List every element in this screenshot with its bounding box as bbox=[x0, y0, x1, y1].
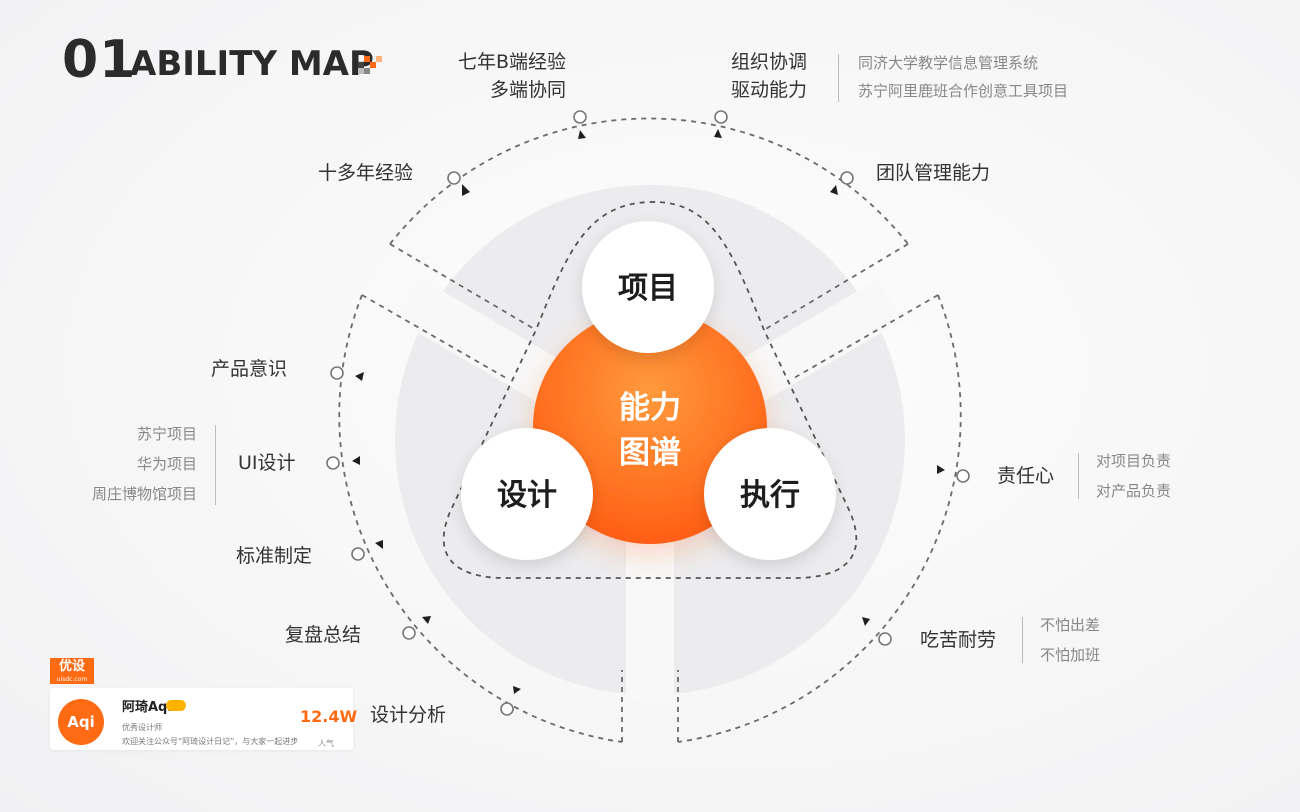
pixel-decor-icon bbox=[358, 56, 382, 80]
label-drive: 驱动能力 bbox=[731, 79, 808, 101]
dot-b-end bbox=[573, 110, 587, 124]
node-design[interactable] bbox=[461, 428, 593, 560]
arrow-icon bbox=[714, 129, 722, 138]
node-execution-label: 执行 bbox=[740, 478, 800, 513]
divider bbox=[215, 425, 216, 505]
badge-icon bbox=[166, 700, 186, 711]
detail-business-trip: 不怕出差 bbox=[1040, 616, 1101, 634]
arrow-icon bbox=[830, 185, 838, 195]
label-experience: 十多年经验 bbox=[318, 162, 414, 184]
arrow-icon bbox=[937, 465, 945, 474]
node-design-label: 设计 bbox=[497, 478, 557, 513]
center-label-line2: 图谱 bbox=[619, 435, 681, 471]
arrow-icon bbox=[375, 540, 383, 549]
uisdc-logo: 优设 uisdc.com bbox=[50, 658, 94, 684]
detail-zhouzhuang: 周庄博物馆项目 bbox=[91, 485, 197, 503]
arrow-icon bbox=[355, 372, 364, 381]
detail-huawei: 华为项目 bbox=[136, 455, 197, 473]
page-title: ABILITY MAP bbox=[130, 44, 374, 84]
detail-suning: 苏宁项目 bbox=[136, 425, 197, 443]
label-product-sense: 产品意识 bbox=[211, 358, 288, 380]
label-hardwork: 吃苦耐劳 bbox=[920, 629, 997, 651]
section-number: 01 bbox=[62, 30, 137, 90]
arrow-icon bbox=[352, 456, 360, 465]
popularity-label: 人气 bbox=[318, 739, 334, 748]
avatar: Aqi bbox=[58, 699, 104, 745]
label-b-end-experience: 七年B端经验 bbox=[457, 51, 566, 73]
dot-analysis bbox=[500, 702, 514, 716]
detail-suning-luban: 苏宁阿里鹿班合作创意工具项目 bbox=[858, 82, 1069, 100]
arrow-icon bbox=[462, 184, 470, 196]
dot-team bbox=[840, 171, 854, 185]
detail-overtime: 不怕加班 bbox=[1040, 646, 1101, 664]
divider bbox=[838, 54, 839, 102]
node-execution[interactable] bbox=[704, 428, 836, 560]
author-description: 欢迎关注公众号“阿琦设计日记”，与大家一起进步 bbox=[122, 737, 299, 746]
inner-triangle-dashed bbox=[442, 201, 858, 579]
dot-hardwork bbox=[878, 632, 892, 646]
label-team-management: 团队管理能力 bbox=[876, 162, 991, 184]
outer-dashed-arcs bbox=[338, 117, 962, 743]
label-review: 复盘总结 bbox=[285, 624, 362, 646]
dot-experience bbox=[447, 171, 461, 185]
arrow-icon bbox=[513, 686, 521, 694]
arrow-icon bbox=[578, 130, 586, 139]
divider bbox=[1022, 617, 1023, 663]
dot-organize bbox=[714, 110, 728, 124]
center-label-line1: 能力 bbox=[619, 390, 681, 426]
author-name: 阿琦Aqi bbox=[122, 700, 172, 715]
label-ui-design: UI设计 bbox=[238, 452, 296, 474]
arrow-icon bbox=[422, 616, 431, 624]
arc-dots bbox=[326, 110, 970, 716]
author-role: 优秀设计师 bbox=[122, 723, 162, 732]
dot-review bbox=[402, 626, 416, 640]
dot-product bbox=[330, 366, 344, 380]
detail-product-responsible: 对产品负责 bbox=[1096, 482, 1172, 500]
node-project-label: 项目 bbox=[618, 271, 678, 306]
detail-tongji: 同济大学教学信息管理系统 bbox=[858, 54, 1039, 72]
dot-ui bbox=[326, 456, 340, 470]
divider bbox=[1078, 453, 1079, 499]
label-organize: 组织协调 bbox=[731, 51, 808, 73]
detail-project-responsible: 对项目负责 bbox=[1096, 452, 1172, 470]
label-responsibility: 责任心 bbox=[997, 465, 1055, 487]
label-analysis: 设计分析 bbox=[370, 704, 447, 726]
label-standard: 标准制定 bbox=[236, 545, 313, 567]
node-project[interactable] bbox=[582, 221, 714, 353]
dot-standard bbox=[351, 547, 365, 561]
arrow-icon bbox=[862, 617, 870, 626]
label-multi-end: 多端协同 bbox=[489, 79, 566, 101]
dot-responsibility bbox=[956, 469, 970, 483]
popularity-count: 12.4W bbox=[300, 707, 358, 726]
arc-arrows bbox=[352, 129, 945, 694]
